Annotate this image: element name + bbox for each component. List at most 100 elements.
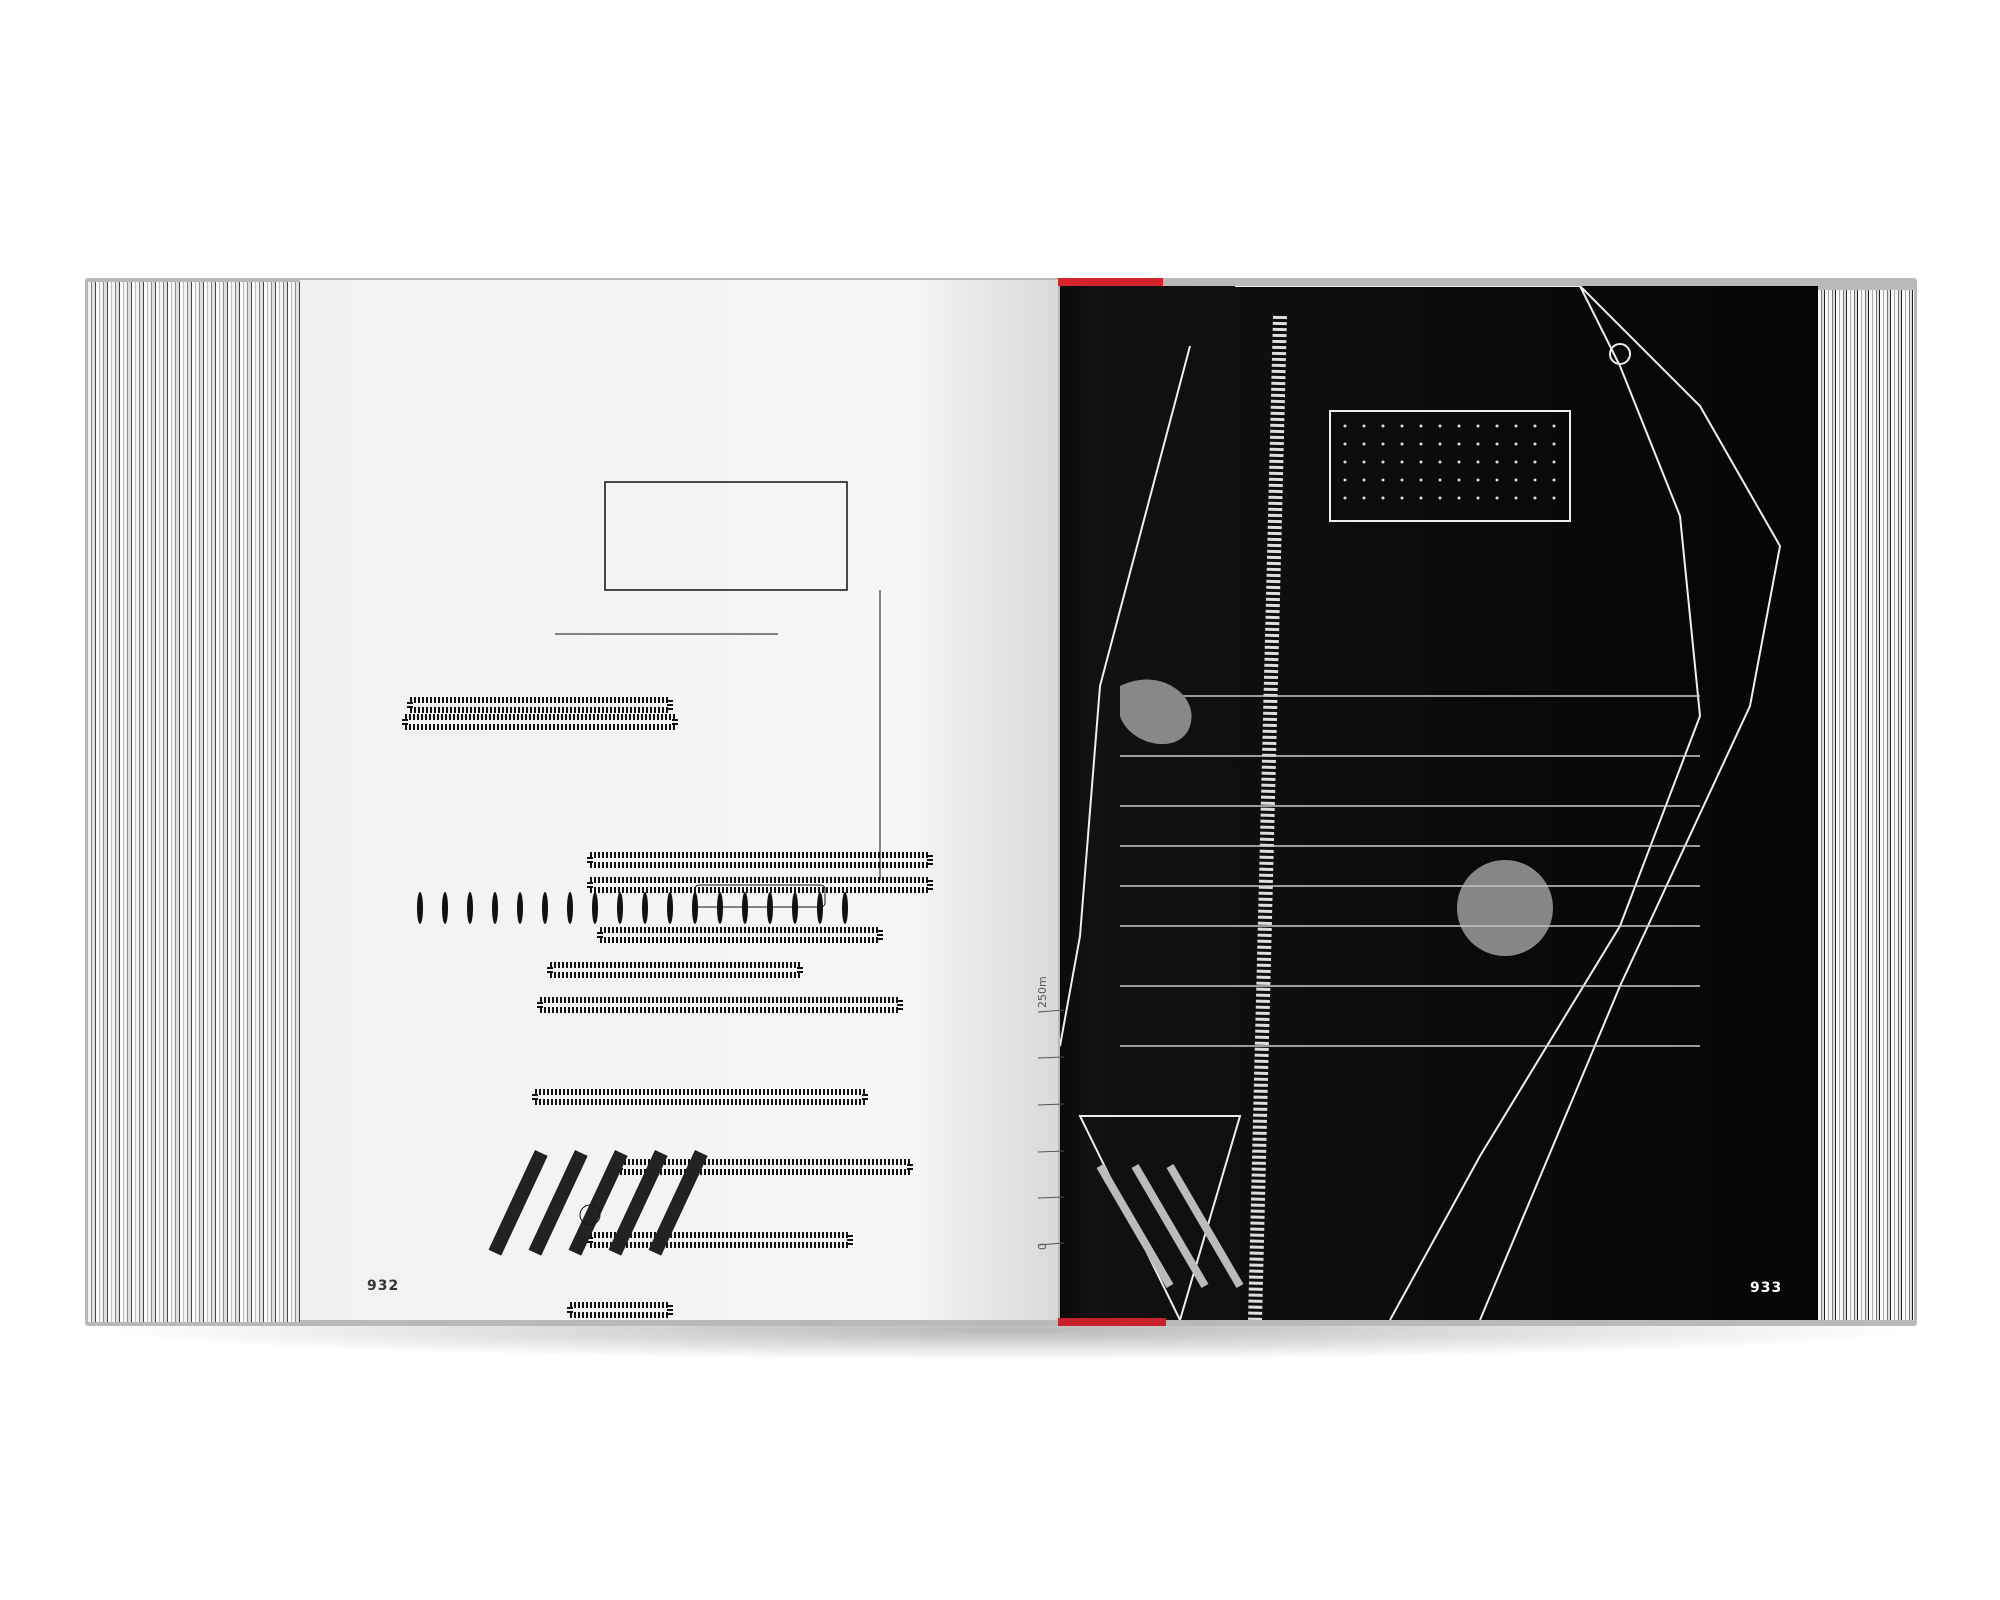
cypress-symbol: [467, 892, 473, 924]
cypress-symbol: [492, 892, 498, 924]
site-boundary: [1235, 286, 1702, 1320]
grid-dot: [1533, 478, 1537, 482]
grid-dot: [1419, 496, 1423, 500]
grid-dot: [1495, 478, 1499, 482]
scale-bar: 250m 0: [1036, 976, 1076, 1250]
tree-row: [532, 1089, 868, 1105]
grid-dot: [1400, 442, 1404, 446]
grid-dot: [1495, 496, 1499, 500]
grid-dot: [1514, 496, 1518, 500]
cypress-symbol: [517, 892, 523, 924]
cypress-symbol: [717, 892, 723, 924]
grid-dot: [1343, 496, 1347, 500]
grid-dot: [1438, 496, 1442, 500]
tree-row: [547, 962, 803, 978]
grid-dot: [1362, 460, 1366, 464]
grid-dot: [1552, 478, 1556, 482]
grid-dot: [1476, 496, 1480, 500]
cypress-symbol: [567, 892, 573, 924]
grid-dot: [1400, 478, 1404, 482]
right-page: [1060, 286, 1818, 1320]
cypress-symbol: [792, 892, 798, 924]
scale-top-label: 250m: [1036, 976, 1049, 1008]
grid-dot: [1381, 496, 1385, 500]
cypress-symbol: [842, 892, 848, 924]
grid-dot: [1381, 478, 1385, 482]
grid-dot: [1495, 442, 1499, 446]
scale-bottom-label: 0: [1036, 1243, 1049, 1250]
grid-dot: [1419, 460, 1423, 464]
cypress-symbol: [542, 892, 548, 924]
tree-row: [587, 852, 933, 868]
tree-row: [587, 1232, 853, 1248]
grid-dot: [1343, 460, 1347, 464]
grid-dot: [1362, 478, 1366, 482]
road-left: [1060, 345, 1191, 1047]
grid-dot: [1381, 460, 1385, 464]
grid-dot: [1457, 496, 1461, 500]
circle-symbol: [579, 1204, 601, 1226]
cypress-symbol: [617, 892, 623, 924]
cypress-symbol: [417, 892, 423, 924]
page-number-right: 933: [1750, 1280, 1783, 1296]
page-edges-right: [1818, 290, 1914, 1320]
road-right: [1479, 286, 1782, 1320]
grid-dot: [1419, 424, 1423, 428]
grid-dot: [1552, 460, 1556, 464]
hedge-block: [608, 1150, 668, 1256]
landscape-elements-drawing: [402, 481, 933, 1318]
grid-dot: [1457, 424, 1461, 428]
grid-dot: [1343, 442, 1347, 446]
site-plan-drawing: [1060, 286, 1782, 1320]
grid-dot: [1438, 442, 1442, 446]
spine-path: [1248, 315, 1287, 1320]
diagonal-strip: [1131, 1163, 1209, 1289]
cypress-symbol: [767, 892, 773, 924]
scale-ticks: [1037, 1009, 1065, 1246]
grid-dot: [1552, 424, 1556, 428]
plan-rectangle: [604, 481, 848, 591]
tree-row: [567, 1302, 673, 1318]
cypress-symbol: [817, 892, 823, 924]
tree-row: [407, 697, 673, 713]
page-edges-left: [88, 282, 300, 1322]
grid-dot: [1400, 424, 1404, 428]
main-building: [1329, 410, 1571, 522]
grid-dot: [1362, 442, 1366, 446]
tree-row: [617, 1159, 913, 1175]
tree-row: [597, 927, 883, 943]
grid-dot: [1362, 496, 1366, 500]
hedge-block: [648, 1150, 708, 1256]
diagonal-strip: [1166, 1163, 1244, 1289]
grid-dot: [1476, 460, 1480, 464]
grid-dot: [1457, 460, 1461, 464]
grid-dot: [1457, 442, 1461, 446]
grid-dot: [1457, 478, 1461, 482]
grid-dot: [1533, 424, 1537, 428]
page-number-left: 932: [367, 1278, 400, 1294]
grid-dot: [1476, 424, 1480, 428]
grid-dot: [1400, 496, 1404, 500]
hedge-block: [568, 1150, 628, 1256]
cypress-symbol: [642, 892, 648, 924]
grid-dot: [1533, 442, 1537, 446]
grid-dot: [1438, 424, 1442, 428]
grid-dot: [1362, 424, 1366, 428]
grid-dot: [1495, 460, 1499, 464]
grid-dot: [1552, 496, 1556, 500]
grid-dot: [1381, 442, 1385, 446]
triangle-plaza: [1078, 1115, 1242, 1320]
grid-dot: [1514, 442, 1518, 446]
grid-dot: [1438, 478, 1442, 482]
grid-dot: [1514, 460, 1518, 464]
tree-row: [537, 997, 903, 1013]
tree-row: [402, 714, 678, 730]
hedge-block: [528, 1150, 588, 1256]
grid-dot: [1552, 442, 1556, 446]
grid-dot: [1419, 478, 1423, 482]
grid-dot: [1514, 424, 1518, 428]
cypress-symbol: [742, 892, 748, 924]
grid-dot: [1533, 496, 1537, 500]
tree-row: [587, 877, 933, 893]
grid-dot: [1533, 460, 1537, 464]
